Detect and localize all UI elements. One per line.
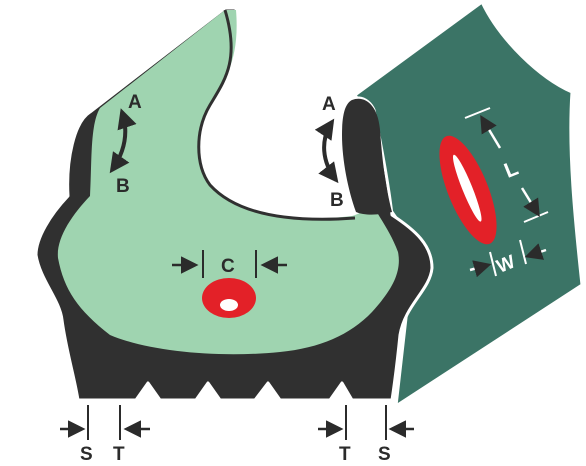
label-t-left: T (113, 444, 125, 465)
right-ab-arrow (324, 122, 336, 180)
label-b-right: B (330, 190, 344, 211)
label-b-left: B (116, 176, 130, 197)
label-s-left: S (80, 444, 93, 465)
label-s-right: S (378, 444, 391, 465)
label-a-right: A (322, 94, 336, 115)
label-t-right: T (339, 444, 351, 465)
liner-damage-outer (202, 278, 256, 318)
label-a-left: A (128, 92, 142, 113)
label-c: C (221, 256, 235, 277)
liner-damage-inner (220, 299, 238, 311)
